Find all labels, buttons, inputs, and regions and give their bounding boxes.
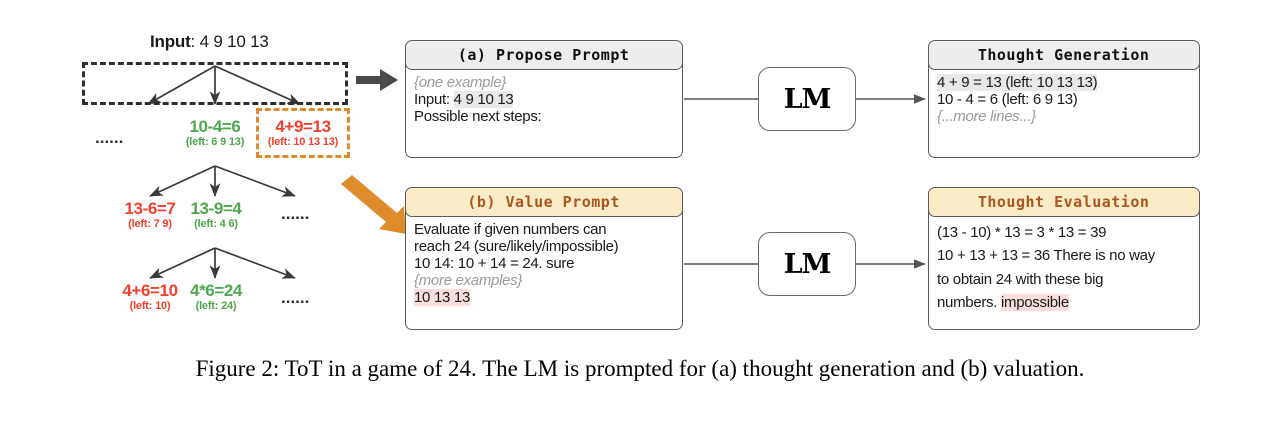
thought-evaluation-line-1: (13 - 10) * 13 = 3 * 13 = 39 (937, 224, 1107, 241)
thought-evaluation-header: Thought Evaluation (929, 188, 1199, 217)
tree-node-expression: 10-4=6 (189, 117, 241, 136)
arrow-tree-to-value (341, 175, 406, 234)
tree-node-level2-1: 13-9=4 (left: 4 6) (168, 200, 264, 230)
tree-node-expression: 4*6=24 (190, 281, 242, 300)
tree-node-remaining: (left: 6 9 13) (185, 135, 245, 148)
chosen-node-dashed-box (256, 108, 350, 158)
thought-generation-line-1: 4 + 9 = 13 (left: 10 13 13) (937, 74, 1098, 91)
value-prompt-line-4: {more examples} (414, 272, 523, 289)
lm-label: LM (783, 248, 832, 280)
tree-node-level2-0: 13-6=7 (left: 7 9) (102, 200, 198, 230)
tree-node-level1-0: 10-4=6 (left: 6 9 13) (163, 118, 267, 148)
tree-node-expression: 13-6=7 (124, 199, 176, 218)
thought-evaluation-line-2: 10 + 13 + 13 = 36 There is no way (937, 247, 1155, 265)
value-prompt-header: (b) Value Prompt (406, 188, 682, 217)
tree-node-remaining: (left: 4 6) (194, 217, 238, 230)
tree-node-level3-1: 4*6=24 (left: 24) (168, 282, 264, 312)
tree-node-remaining: (left: 10) (129, 299, 171, 312)
tree-node-remaining: (left: 10 13 13) (267, 135, 339, 148)
tree-node-level3-0: 4+6=10 (left: 10) (102, 282, 198, 312)
propose-prompt-input-line: Input: 4 9 10 13 (414, 91, 674, 108)
tree-input-numbers: 4 9 10 13 (199, 32, 269, 51)
propose-prompt-header: (a) Propose Prompt (406, 41, 682, 70)
figure-caption: Figure 2: ToT in a game of 24. The LM is… (195, 356, 1085, 381)
value-prompt-body: Evaluate if given numbers can reach 24 (… (406, 218, 682, 306)
thought-evaluation-line-3: to obtain 24 with these big (937, 270, 1104, 288)
tree-input-separator: : (190, 32, 200, 51)
thought-generation-header: Thought Generation (929, 41, 1199, 70)
tree-node-expression: 13-9=4 (190, 199, 242, 218)
thought-evaluation-body: (13 - 10) * 13 = 3 * 13 = 39 10 + 13 + 1… (929, 218, 1199, 314)
tree-node-level1-1: 4+9=13 (left: 10 13 13) (254, 118, 352, 148)
value-prompt-line-1: Evaluate if given numbers can (414, 221, 607, 238)
tree-level3-ellipsis: ...... (281, 288, 310, 307)
tree-level1-ellipsis: ...... (95, 128, 124, 147)
value-prompt-line-3: 10 14: 10 + 14 = 24. sure (414, 255, 575, 272)
value-prompt-line-2: reach 24 (sure/likely/impossible) (414, 238, 619, 255)
propose-prompt-body: {one example} Input: 4 9 10 13 Possible … (406, 71, 682, 125)
thought-generation-panel: Thought Generation 4 + 9 = 13 (left: 10 … (928, 40, 1200, 158)
thought-generation-body: 4 + 9 = 13 (left: 10 13 13) 10 - 4 = 6 (… (929, 71, 1199, 125)
root-selection-dashed-box (82, 62, 348, 105)
lm-box-bottom: LM (758, 232, 856, 296)
tree-input-label: Input: 4 9 10 13 (150, 32, 269, 52)
tree-node-remaining: (left: 24) (195, 299, 237, 312)
value-prompt-line-5-wrapper: 10 13 13 (414, 289, 674, 306)
tree-node-remaining: (left: 7 9) (128, 217, 172, 230)
tree-node-expression: 4+6=10 (122, 281, 178, 300)
thought-generation-line-2: 10 - 4 = 6 (left: 6 9 13) (937, 91, 1078, 108)
value-prompt-query-numbers: 10 13 13 (414, 289, 470, 306)
tree-level2-ellipsis: ...... (281, 204, 310, 223)
tree-node-expression: 4+9=13 (275, 117, 331, 136)
thought-evaluation-line-4-wrapper: numbers. impossible (937, 291, 1191, 314)
propose-prompt-steps-line: Possible next steps: (414, 108, 542, 125)
thought-evaluation-line-4-prefix: numbers. (937, 293, 1001, 311)
propose-prompt-input-numbers: 4 9 10 13 (453, 91, 514, 108)
thought-generation-line-3: {...more lines...} (937, 108, 1036, 125)
propose-prompt-example-line: {one example} (414, 74, 507, 91)
propose-prompt-panel: (a) Propose Prompt {one example} Input: … (405, 40, 683, 158)
value-prompt-panel: (b) Value Prompt Evaluate if given numbe… (405, 187, 683, 330)
tree-input-key: Input (150, 32, 191, 51)
thought-generation-line-1-wrapper: 4 + 9 = 13 (left: 10 13 13) (937, 74, 1191, 91)
arrow-tree-to-propose (356, 69, 398, 91)
lm-label: LM (783, 83, 832, 115)
thought-evaluation-verdict: impossible (1001, 293, 1069, 311)
lm-box-top: LM (758, 67, 856, 131)
propose-prompt-input-prefix: Input: (414, 91, 454, 108)
thought-evaluation-panel: Thought Evaluation (13 - 10) * 13 = 3 * … (928, 187, 1200, 330)
